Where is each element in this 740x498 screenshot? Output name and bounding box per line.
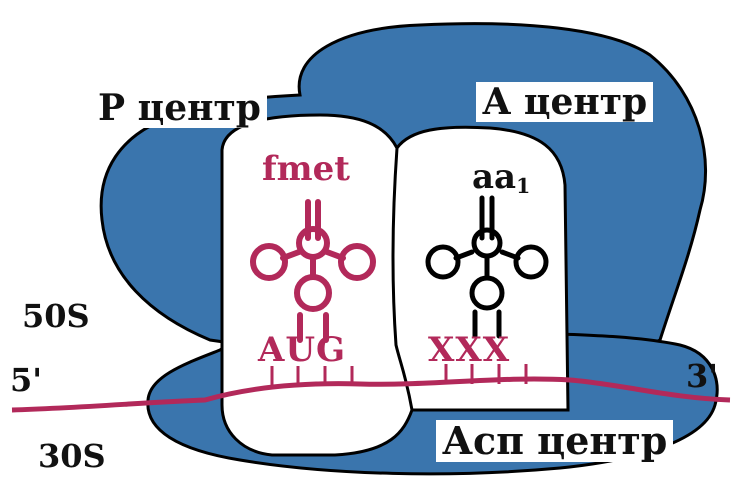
three-prime-label: 3' (686, 360, 718, 392)
e-site-label: Асп центр (436, 420, 673, 462)
start-codon-label: AUG (258, 333, 346, 367)
p-site-label: Р центр (92, 88, 267, 128)
five-prime-label: 5' (10, 364, 42, 396)
initiator-aa-label: fmet (262, 152, 350, 186)
a-site-codon-label: XXX (428, 333, 510, 367)
small-subunit-label: 30S (38, 440, 106, 472)
aminoacyl-aa-label: aa1 (472, 160, 530, 197)
aminoacyl-aa-text: aa (472, 157, 516, 197)
large-subunit-label: 50S (22, 300, 90, 332)
a-site-label: А центр (476, 82, 653, 122)
aminoacyl-aa-subscript: 1 (516, 174, 530, 198)
